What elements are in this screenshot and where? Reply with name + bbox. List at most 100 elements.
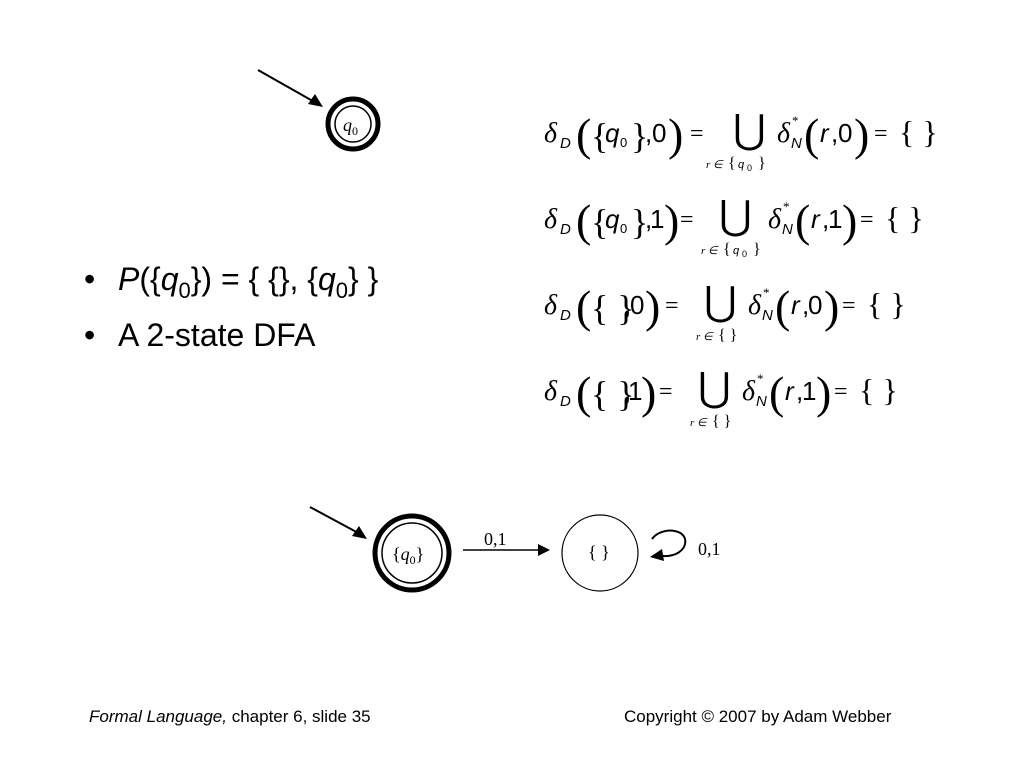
math-glyph: 0 bbox=[652, 118, 667, 148]
math-glyph: , bbox=[831, 118, 839, 148]
math-glyph: r ∈ bbox=[701, 245, 718, 257]
math-glyph: * bbox=[783, 199, 790, 214]
math-glyph: { bbox=[591, 202, 609, 242]
math-glyph: ( bbox=[576, 109, 592, 160]
math-glyph: D bbox=[560, 393, 571, 410]
math-glyph: N bbox=[782, 221, 793, 238]
math-glyph: * bbox=[763, 285, 770, 300]
union-symbol: ⋃ bbox=[698, 365, 731, 410]
math-glyph: ( bbox=[775, 281, 791, 332]
union-symbol: ⋃ bbox=[704, 279, 737, 324]
math-glyph: δ bbox=[544, 290, 558, 321]
math-glyph: , bbox=[796, 376, 804, 406]
math-glyph: 0 bbox=[620, 135, 628, 150]
math-glyph: , bbox=[624, 376, 632, 406]
top-state-diagram: q0 bbox=[257, 69, 381, 152]
math-glyph: δ bbox=[544, 118, 558, 149]
math-glyph: { bbox=[591, 116, 609, 156]
math-glyph: ) bbox=[641, 367, 657, 418]
bullet-powerset: P({q0}) = { {}, {q0} } bbox=[84, 258, 378, 314]
label-part: q bbox=[401, 544, 410, 564]
math-glyph: δ bbox=[544, 204, 558, 235]
dfa-transition-label: 0,1 bbox=[484, 529, 507, 549]
math-glyph: , bbox=[802, 290, 810, 320]
math-glyph: q bbox=[733, 245, 740, 257]
math-glyph: ) bbox=[645, 281, 661, 332]
math-glyph: { } bbox=[591, 374, 635, 414]
text-run: } } bbox=[348, 261, 379, 297]
math-glyph: { } bbox=[718, 327, 738, 344]
dfa-start-state-inner bbox=[381, 522, 443, 584]
math-glyph: ) bbox=[816, 367, 832, 418]
math-glyph: = bbox=[834, 379, 848, 405]
math-glyph: , bbox=[645, 204, 653, 234]
footer-copyright: Copyright © 2007 by Adam Webber bbox=[624, 707, 892, 726]
math-glyph: { bbox=[728, 155, 736, 172]
text-run: ({ bbox=[139, 261, 161, 297]
math-glyph: r bbox=[811, 204, 820, 234]
math-glyph: δ bbox=[748, 290, 762, 321]
math-glyph: N bbox=[762, 307, 773, 324]
math-glyph: D bbox=[560, 135, 571, 152]
state-inner-ring bbox=[334, 105, 372, 143]
label-part: 0 bbox=[352, 124, 358, 138]
math-glyph: ( bbox=[804, 109, 820, 160]
math-glyph: { } bbox=[867, 286, 906, 322]
math-glyph: } bbox=[758, 155, 766, 172]
math-glyph: , bbox=[624, 290, 632, 320]
dfa-start-state-label: {q0} bbox=[392, 544, 424, 567]
math-glyph: 0 bbox=[630, 290, 645, 320]
text-run: chapter 6, slide 35 bbox=[226, 707, 371, 726]
text-run: }) = { {}, { bbox=[190, 261, 318, 297]
label-part: { bbox=[392, 544, 401, 564]
start-arrow bbox=[257, 69, 319, 105]
math-glyph: } bbox=[631, 202, 649, 242]
math-glyph: r bbox=[791, 290, 800, 320]
union-symbol: ⋃ bbox=[719, 193, 752, 238]
math-glyph: } bbox=[753, 241, 761, 258]
math-glyph: ) bbox=[668, 109, 684, 160]
math-glyph: 0 bbox=[808, 290, 823, 320]
dfa-self-loop bbox=[651, 529, 687, 557]
math-glyph: { } bbox=[591, 288, 635, 328]
text-run: 0 bbox=[335, 278, 349, 303]
math-glyph: = bbox=[680, 207, 694, 233]
dfa-diagram: {q0} 0,1 { } 0,1 bbox=[309, 506, 721, 593]
equation-1: δ D ( { q 0 } , 0 ) = ⋃ r ∈ { q 0 } δ N … bbox=[544, 104, 964, 176]
math-glyph: q bbox=[738, 159, 745, 171]
math-glyph: 1 bbox=[802, 376, 817, 406]
math-glyph: 0 bbox=[620, 221, 628, 236]
label-part: } bbox=[416, 544, 425, 564]
label-part: 0 bbox=[410, 553, 416, 567]
math-glyph: ( bbox=[795, 195, 811, 246]
math-glyph: } bbox=[631, 116, 649, 156]
math-glyph: = bbox=[842, 293, 856, 319]
math-glyph: q bbox=[605, 204, 620, 234]
math-glyph: { } bbox=[712, 413, 732, 430]
dfa-loop-label: 0,1 bbox=[698, 539, 721, 559]
math-glyph: ) bbox=[664, 195, 680, 246]
math-glyph: { } bbox=[885, 200, 924, 236]
math-glyph: ( bbox=[576, 195, 592, 246]
text-run: 0 bbox=[178, 278, 191, 303]
text-run: Formal Language, bbox=[89, 707, 227, 726]
math-glyph: , bbox=[645, 118, 653, 148]
dfa-start-arrow bbox=[309, 506, 363, 536]
math-glyph: r ∈ bbox=[690, 417, 707, 429]
label-part: q bbox=[343, 115, 352, 135]
math-glyph: ( bbox=[576, 281, 592, 332]
dfa-empty-state bbox=[561, 514, 639, 592]
math-glyph: ) bbox=[842, 195, 858, 246]
state-outer-ring bbox=[325, 96, 381, 152]
state-label: q0 bbox=[343, 115, 358, 138]
math-glyph: = bbox=[665, 293, 679, 319]
math-glyph: ( bbox=[769, 367, 785, 418]
math-glyph: δ bbox=[777, 118, 791, 149]
math-glyph: { } bbox=[859, 372, 898, 408]
math-glyph: { bbox=[723, 241, 731, 258]
math-glyph: N bbox=[791, 135, 802, 152]
text-run: q bbox=[317, 261, 336, 297]
equation-4: δ D ( { } , 1 ) = ⋃ r ∈ { } δ N * ( r , … bbox=[544, 362, 964, 434]
math-glyph: ) bbox=[854, 109, 870, 160]
